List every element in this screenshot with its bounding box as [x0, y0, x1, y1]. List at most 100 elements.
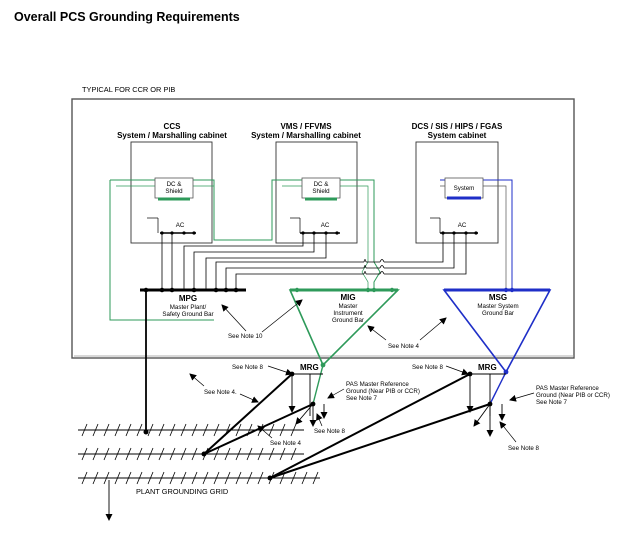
note-8-right-top: See Note 8 [412, 364, 444, 371]
grid-hatch-mark [235, 447, 242, 461]
grid-hatch-mark [147, 447, 154, 461]
grid-hatch-mark [136, 471, 143, 485]
grid-hatch-mark [301, 471, 308, 485]
vms-cabinet-subtitle: System / Marshalling cabinet [251, 131, 361, 140]
mrg-left-code: MRG [300, 363, 319, 372]
grid-hatch-mark [169, 423, 176, 437]
mig-line2: Instrument [333, 310, 363, 317]
grid-hatch-mark [257, 471, 264, 485]
grid-hatch-mark [279, 447, 286, 461]
msg-code: MSG [489, 293, 507, 302]
dcs-ac-label: AC [458, 222, 467, 229]
grid-hatch-mark [290, 447, 297, 461]
grid-hatch-mark [169, 447, 176, 461]
dcs-cabinet-subtitle: System cabinet [428, 131, 487, 140]
vms-cabinet-name: VMS / FFVMS [280, 122, 332, 131]
ccs-cabinet-subtitle: System / Marshalling cabinet [117, 131, 227, 140]
grid-hatch-mark [213, 447, 220, 461]
pas-right-line2: Ground (Near PIB or CCR) [536, 392, 610, 399]
grid-hatch-mark [268, 423, 275, 437]
grid-hatch-mark [257, 447, 264, 461]
ccs-dc-label: DC & [167, 181, 183, 188]
mig-line1: Master [339, 303, 358, 310]
grid-hatch-mark [92, 447, 99, 461]
grid-label: PLANT GROUNDING GRID [136, 487, 228, 496]
grid-hatch-mark [103, 447, 110, 461]
note-4-left: See Note 4. [204, 389, 237, 396]
grid-hatch-mark [114, 423, 121, 437]
grid-hatch-mark [312, 471, 319, 485]
grid-hatch-mark [114, 471, 121, 485]
pas-right-line1: PAS Master Reference [536, 385, 599, 392]
grid-hatch-mark [103, 423, 110, 437]
grid-hatch-mark [290, 423, 297, 437]
msg-line1: Master System [477, 303, 518, 310]
grid-hatch-mark [92, 423, 99, 437]
grid-hatch-mark [169, 471, 176, 485]
grid-hatch-mark [246, 471, 253, 485]
grid-hatch-mark [125, 471, 132, 485]
grid-hatch-mark [92, 471, 99, 485]
page-title: Overall PCS Grounding Requirements [14, 10, 240, 24]
grid-hatch-mark [191, 447, 198, 461]
grid-hatch-mark [224, 471, 231, 485]
mpg-code: MPG [179, 294, 197, 303]
grid-hatch-mark [279, 423, 286, 437]
pas-left-line2: Ground (Near PIB or CCR) [346, 388, 420, 395]
grid-hatch-mark [103, 471, 110, 485]
grid-hatch-mark [81, 471, 88, 485]
grid-hatch-mark [246, 447, 253, 461]
grid-hatch-mark [213, 471, 220, 485]
grid-hatch-mark [224, 447, 231, 461]
vms-ac-label: AC [321, 222, 330, 229]
ac-feeders [161, 233, 467, 290]
typical-enclosure [71, 98, 575, 359]
dcs-cabinet-name: DCS / SIS / HIPS / FGAS [412, 122, 503, 131]
grid-hatch-mark [268, 447, 275, 461]
grid-hatch-mark [125, 423, 132, 437]
grid-hatch-mark [202, 423, 209, 437]
dcs-system-label: System [454, 185, 475, 192]
grid-hatch-mark [180, 423, 187, 437]
note-10: See Note 10 [228, 333, 263, 340]
grid-hatch-mark [81, 447, 88, 461]
note-8-right-bottom: See Note 8 [508, 445, 540, 452]
msg-line2: Ground Bar [482, 310, 514, 317]
ccs-shield-label: Shield [165, 188, 183, 195]
pas-left-line1: PAS Master Reference [346, 381, 409, 388]
mig-code: MIG [340, 293, 355, 302]
grid-hatch-mark [136, 423, 143, 437]
grid-hatch-mark [202, 471, 209, 485]
grid-hatch-mark [191, 423, 198, 437]
typical-label: TYPICAL FOR CCR OR PIB [82, 85, 175, 94]
grid-hatch-mark [81, 423, 88, 437]
note-8-left-bottom: See Note 8 [314, 428, 346, 435]
ccs-cabinet-box [130, 141, 213, 244]
mpg-line2: Safety Ground Bar [162, 311, 213, 318]
mpg-line1: Master Plant/ [170, 304, 207, 311]
grid-hatch-mark [147, 423, 154, 437]
grid-hatch-mark [235, 423, 242, 437]
note-4-enclosure: See Note 4 [388, 343, 420, 350]
mig-line3: Ground Bar [332, 317, 364, 324]
grid-hatch-mark [114, 447, 121, 461]
note-4-grid: See Note 4 [270, 440, 302, 447]
grid-hatch-mark [125, 447, 132, 461]
grid-hatch-mark [158, 423, 165, 437]
grid-hatch-mark [158, 471, 165, 485]
vms-shield-label: Shield [312, 188, 330, 195]
grid-hatch-mark [136, 447, 143, 461]
pas-right-line3: See Note 7 [536, 399, 568, 406]
vms-cabinet-box [275, 141, 358, 244]
grid-hatch-mark [147, 471, 154, 485]
pas-left-line3: See Note 7 [346, 395, 378, 402]
dcs-cabinet-box [415, 141, 499, 244]
grid-hatch-mark [180, 471, 187, 485]
ccs-ac-label: AC [176, 222, 185, 229]
vms-dc-label: DC & [314, 181, 330, 188]
grid-hatch-mark [290, 471, 297, 485]
grid-hatch-mark [180, 447, 187, 461]
mrg-right-code: MRG [478, 363, 497, 372]
grid-hatch-mark [191, 471, 198, 485]
